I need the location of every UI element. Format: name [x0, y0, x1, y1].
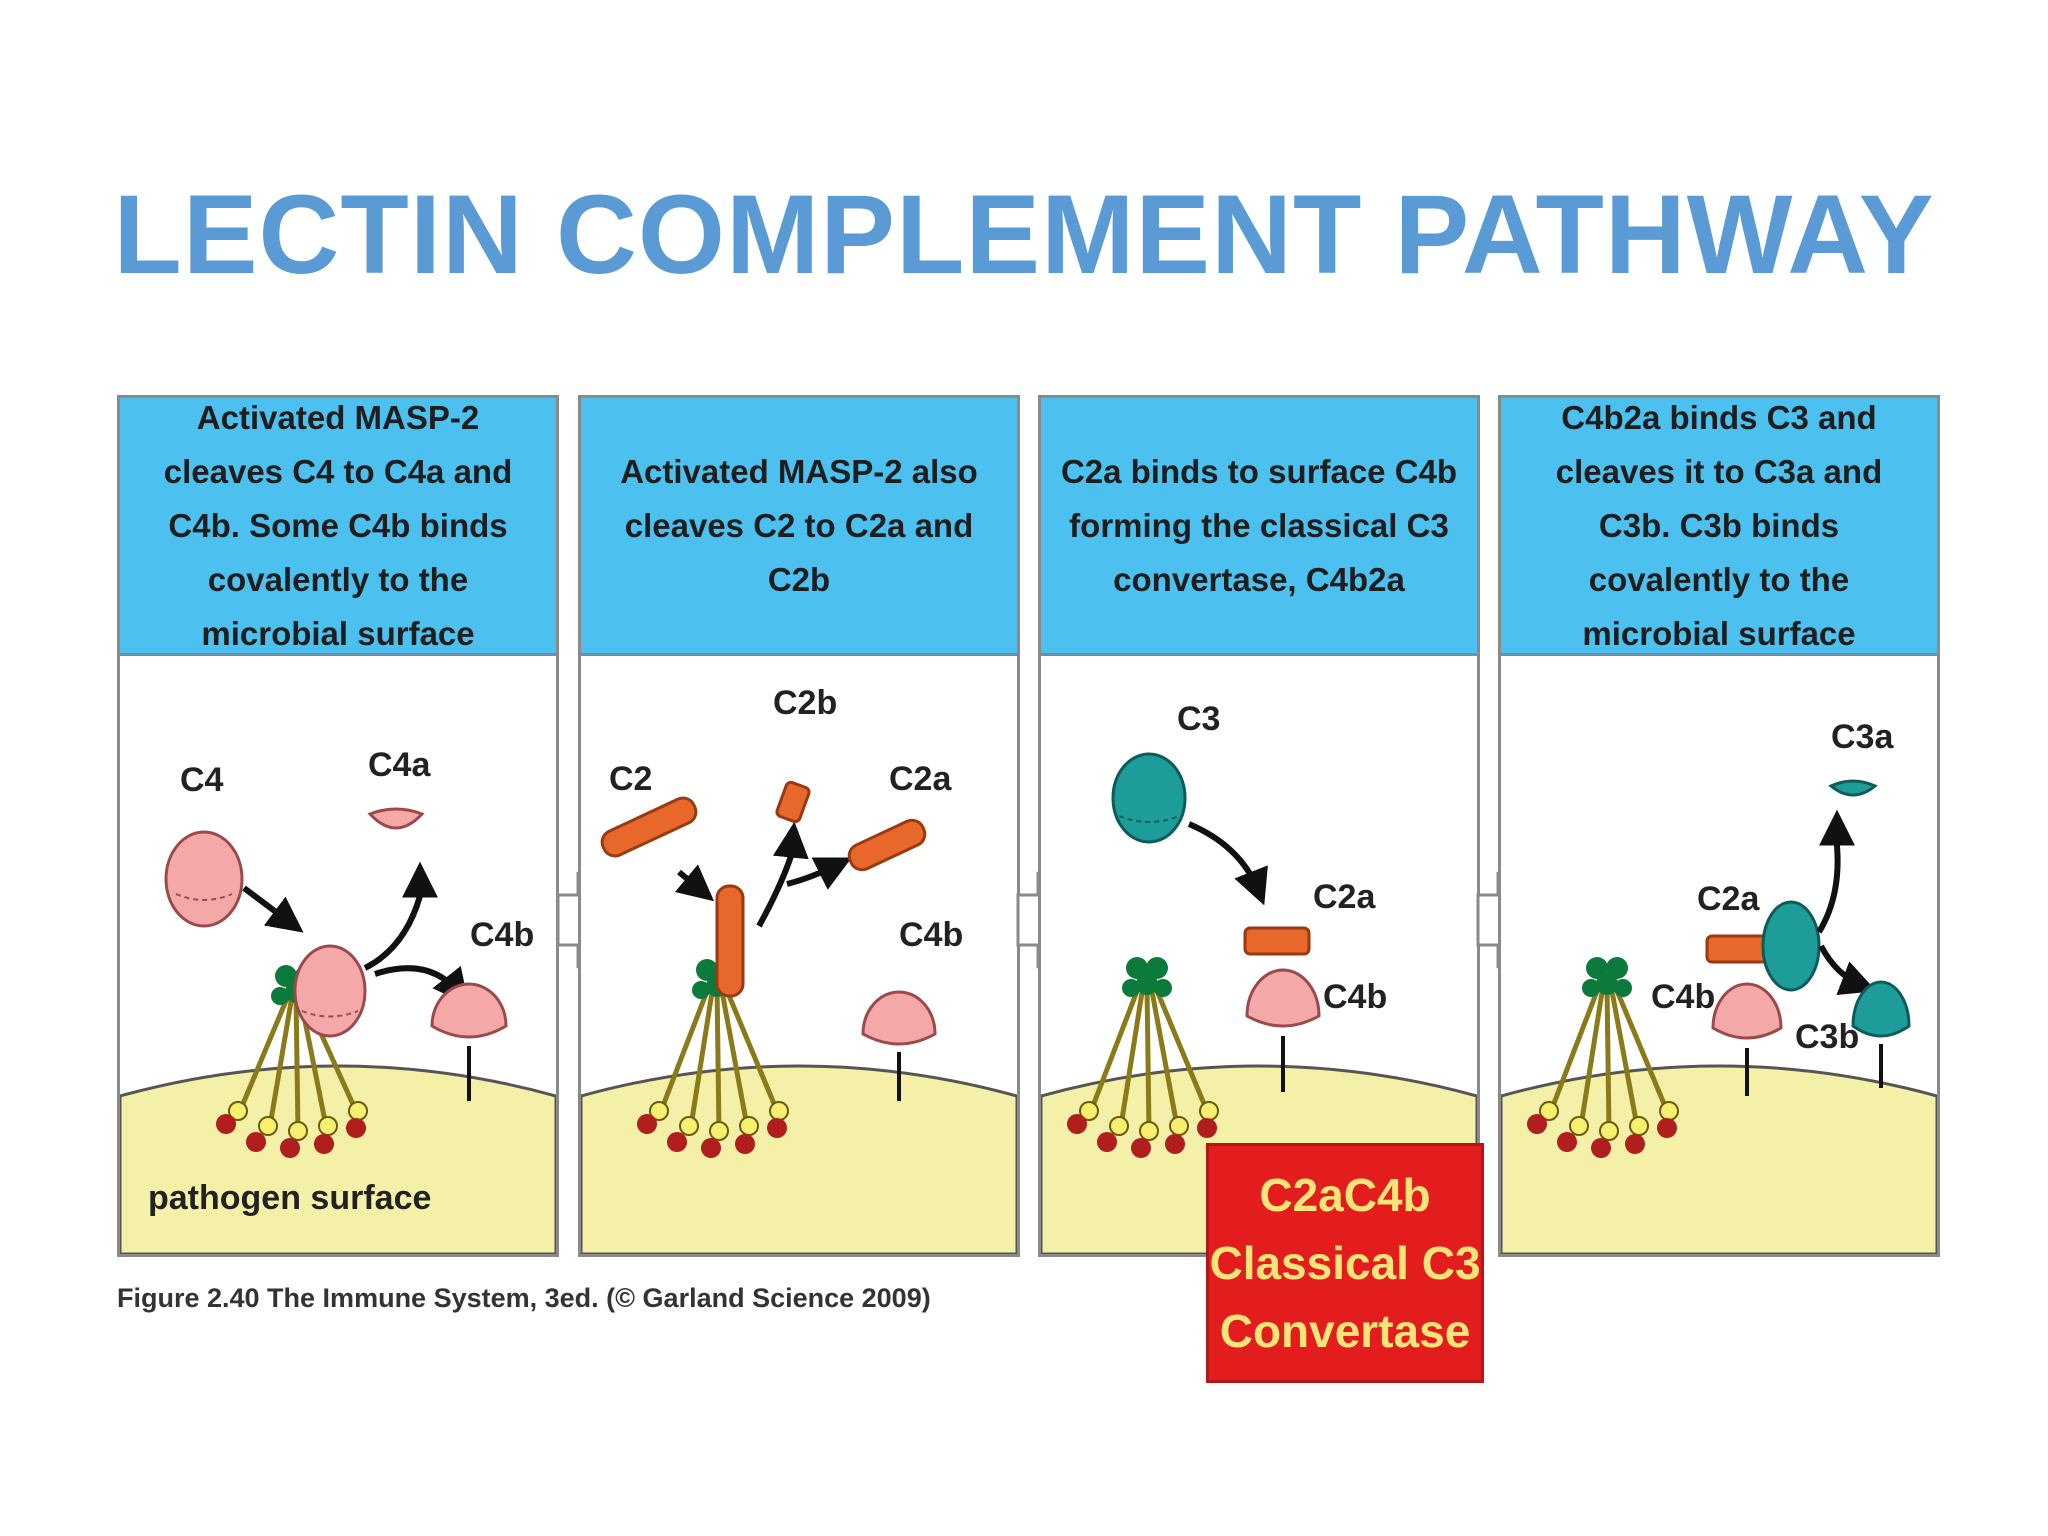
panel-1-illustration: C4 C4a C4b pathogen surface — [120, 746, 556, 1254]
c2a-label: C2a — [889, 760, 952, 798]
c2-bound-molecule — [715, 884, 745, 998]
convertase-line-2: Classical C3 — [1209, 1237, 1481, 1289]
c4a-label: C4a — [368, 746, 431, 784]
c4b-label: C4b — [1651, 978, 1715, 1016]
c4a-fragment — [367, 807, 425, 830]
c2a-molecule — [1243, 926, 1311, 956]
c3b-label: C3b — [1795, 1018, 1859, 1056]
lectin-complex — [1527, 957, 1679, 1158]
c2-molecule — [600, 796, 698, 858]
c4b-molecule — [1711, 982, 1783, 1040]
pathogen-surface — [1501, 1064, 1937, 1254]
c3-molecule — [1111, 752, 1187, 844]
c2a-label: C2a — [1313, 878, 1376, 916]
panel-4: C4b2a binds C3 and cleaves it to C3a and… — [1498, 395, 1940, 1257]
c3-bound-molecule — [1761, 900, 1821, 992]
c4-label: C4 — [180, 761, 224, 799]
panel-1: Activated MASP-2 cleaves C4 to C4a and C… — [117, 395, 559, 1257]
c4-bound-molecule — [293, 944, 367, 1038]
convertase-line-3: Convertase — [1219, 1305, 1471, 1357]
panel-2-illustration: C2 C2b C2a C4b — [581, 684, 1017, 1254]
panel-4-header: C4b2a binds C3 and cleaves it to C3a and… — [1501, 398, 1937, 656]
pathogen-surface — [120, 1064, 556, 1254]
slide-title: LECTIN COMPLEMENT PATHWAY — [113, 172, 1935, 297]
pathogen-surface — [581, 1064, 1017, 1254]
c2a-fragment — [847, 818, 927, 872]
convertase-line-1: C2aC4b — [1259, 1169, 1431, 1221]
panel-2-header: Activated MASP-2 also cleaves C2 to C2a … — [581, 398, 1017, 656]
c3-label: C3 — [1177, 700, 1220, 738]
c3a-label: C3a — [1831, 718, 1894, 756]
c4b-molecule — [430, 982, 508, 1039]
c2a-molecule — [1705, 934, 1773, 964]
convertase-callout: C2aC4b Classical C3 Convertase — [1206, 1143, 1484, 1383]
c4b-label: C4b — [1323, 978, 1387, 1016]
panel-1-header: Activated MASP-2 cleaves C4 to C4a and C… — [120, 398, 556, 656]
lectin-complex — [1067, 957, 1219, 1158]
c3a-fragment — [1828, 779, 1878, 797]
figure-caption: Figure 2.40 The Immune System, 3ed. (© G… — [117, 1283, 931, 1313]
c4-molecule — [164, 830, 244, 928]
c4b-label: C4b — [470, 916, 534, 954]
panel-3-header: C2a binds to surface C4b forming the cla… — [1041, 398, 1477, 656]
c2b-fragment — [775, 780, 811, 824]
c4b-molecule — [1245, 968, 1321, 1028]
panel-2: Activated MASP-2 also cleaves C2 to C2a … — [578, 395, 1020, 1257]
c2-label: C2 — [609, 760, 652, 798]
c3b-molecule — [1851, 980, 1911, 1038]
panel-3: C2a binds to surface C4b forming the cla… — [1038, 395, 1480, 1257]
c2a-label: C2a — [1697, 880, 1760, 918]
c4b-molecule — [861, 990, 937, 1046]
c4b-label: C4b — [899, 916, 963, 954]
c2b-label: C2b — [773, 684, 837, 722]
pathogen-surface-label: pathogen surface — [148, 1179, 431, 1217]
panel-4-illustration: C3a C2a C4b C3b — [1501, 718, 1937, 1254]
